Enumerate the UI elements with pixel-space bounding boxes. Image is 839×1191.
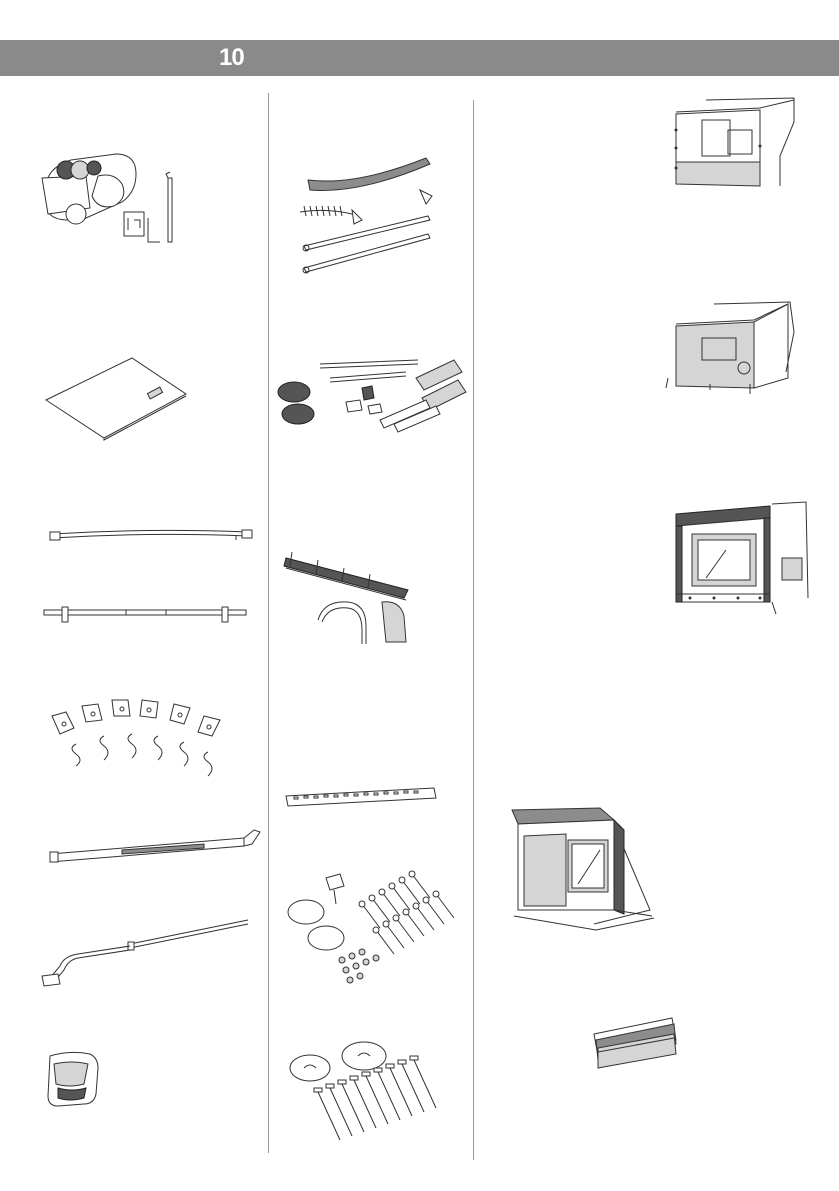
fabric-samples-illustration: [592, 1016, 678, 1070]
support-bar-illustration: [42, 604, 252, 624]
end-cap-illustration: [44, 1048, 100, 1110]
front-panel-window-illustration: [670, 498, 810, 616]
hanging-plates-s-hooks-illustration: [46, 694, 236, 784]
rafter-tension-rail-illustration: [282, 550, 414, 644]
page-number: 10: [219, 40, 244, 76]
crank-handle-illustration: [40, 914, 250, 986]
header-bar: [0, 40, 839, 76]
awning-room-enclosure-illustration: [504, 806, 666, 932]
crank-rod-illustration: [48, 824, 262, 868]
column-divider-left: [268, 93, 269, 1153]
privacy-sun-blocker-illustration: [662, 298, 802, 396]
roller-bar-illustration: [48, 524, 258, 544]
tie-down-kit-illustration: [276, 358, 466, 432]
column-divider-right: [473, 100, 474, 1160]
side-panel-window-caravan-illustration: [668, 96, 800, 188]
wall-plate-fixing-kit-illustration: [284, 864, 470, 984]
ground-plates-pegs-illustration: [286, 1028, 456, 1148]
tie-down-strap-spring-illustration: [296, 150, 436, 274]
mounting-rail-illustration: [284, 784, 440, 808]
protective-cover-sheet-illustration: [44, 356, 194, 442]
motor-drive-unit-illustration: [36, 148, 186, 248]
